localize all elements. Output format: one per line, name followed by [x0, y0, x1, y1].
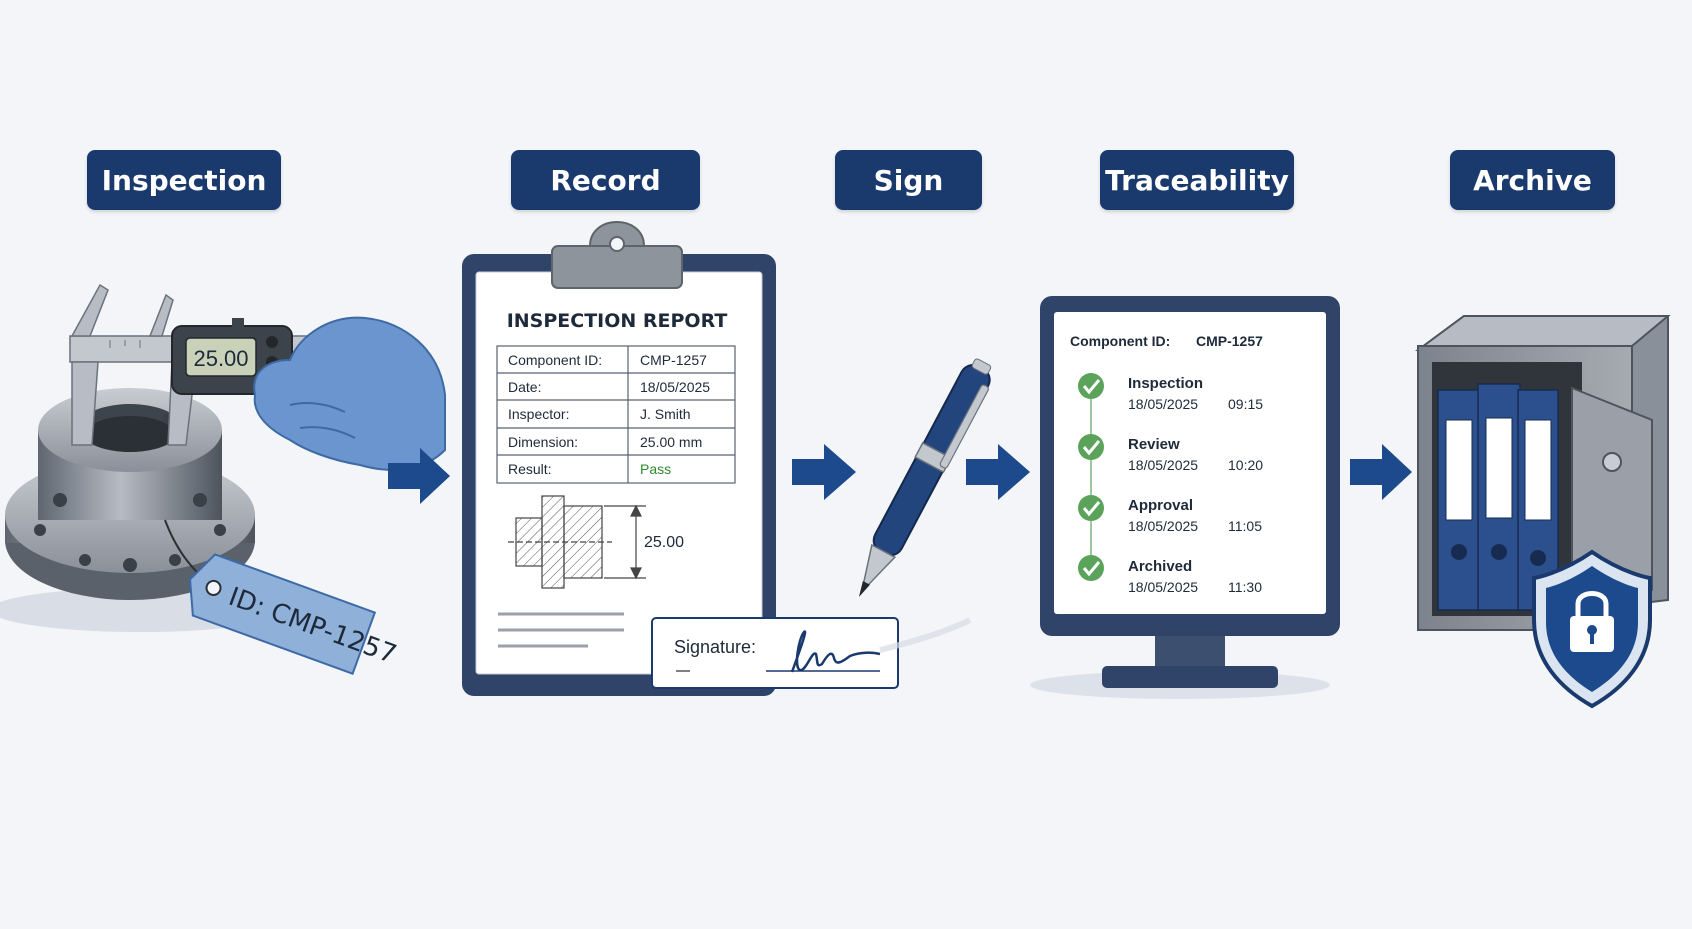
- binder-2: [1477, 383, 1521, 611]
- report-field-inspector: Inspector:: [508, 406, 569, 422]
- safe-dial: [1602, 452, 1622, 472]
- signature-card: Signature:: [651, 617, 899, 689]
- trace-event-date: 18/05/2025: [1128, 518, 1198, 534]
- step-label-record: Record: [511, 150, 700, 210]
- gloved-hand: [253, 316, 446, 471]
- caliper-reading: 25.00: [193, 346, 248, 371]
- report-value-result: Pass: [640, 461, 671, 477]
- report-value-inspector: J. Smith: [640, 406, 691, 422]
- trace-event-date: 18/05/2025: [1128, 396, 1198, 412]
- binder-1: [1437, 389, 1481, 611]
- trace-event-date: 18/05/2025: [1128, 457, 1198, 473]
- arrow-1: [388, 448, 450, 504]
- step-label-archive: Archive: [1450, 150, 1615, 210]
- clipboard-report: INSPECTION REPORT Component ID: CMP-1257…: [462, 221, 776, 696]
- report-field-result: Result:: [508, 461, 552, 477]
- trace-id-label: Component ID:: [1070, 333, 1170, 349]
- id-tag: ID: CMP-1257: [189, 553, 400, 675]
- arrow-2: [792, 444, 856, 500]
- trace-event-time: 11:05: [1228, 518, 1262, 534]
- trace-event-name: Review: [1128, 436, 1180, 453]
- trace-event-name: Inspection: [1128, 375, 1203, 392]
- step-label-traceability: Traceability: [1100, 150, 1294, 210]
- part-drawing: [508, 495, 646, 589]
- check-icon: [1078, 434, 1104, 460]
- trace-event-time: 10:20: [1228, 457, 1263, 473]
- report-field-component-id: Component ID:: [508, 352, 602, 368]
- trace-event-date: 18/05/2025: [1128, 579, 1198, 595]
- signature-scribble: [790, 630, 881, 673]
- trace-event-time: 09:15: [1228, 396, 1263, 412]
- report-value-date: 18/05/2025: [640, 379, 710, 395]
- trace-event-inspection: Inspection 18/05/2025 09:15: [1078, 373, 1263, 412]
- report-value-dimension: 25.00 mm: [640, 434, 702, 450]
- trace-event-time: 11:30: [1228, 579, 1262, 595]
- signature-label: Signature:: [674, 637, 756, 657]
- report-title: INSPECTION REPORT: [507, 310, 728, 332]
- step-label-sign: Sign: [835, 150, 982, 210]
- check-icon: [1078, 555, 1104, 581]
- arrow-4: [1350, 444, 1412, 500]
- archive-safe: [1414, 315, 1671, 632]
- report-field-date: Date:: [508, 379, 541, 395]
- arrow-3: [966, 444, 1030, 500]
- trace-event-archived: Archived 18/05/2025 11:30: [1078, 555, 1262, 595]
- trace-event-review: Review 18/05/2025 10:20: [1078, 434, 1263, 473]
- trace-event-name: Archived: [1128, 558, 1192, 575]
- shield-lock-icon: [1532, 549, 1652, 709]
- traceability-monitor: Component ID: CMP-1257 Inspection 18/05/…: [1040, 296, 1340, 688]
- trace-id-value: CMP-1257: [1196, 333, 1263, 349]
- report-value-component-id: CMP-1257: [640, 352, 707, 368]
- check-icon: [1078, 373, 1104, 399]
- check-icon: [1078, 495, 1104, 521]
- report-table: [496, 345, 736, 484]
- report-field-dimension: Dimension:: [508, 434, 578, 450]
- trace-event-name: Approval: [1128, 497, 1193, 514]
- step-label-inspection: Inspection: [87, 150, 281, 210]
- trace-event-approval: Approval 18/05/2025 11:05: [1078, 495, 1262, 534]
- pen-icon: [858, 358, 992, 598]
- flange-component: [5, 388, 255, 600]
- drawing-dimension: 25.00: [644, 534, 684, 551]
